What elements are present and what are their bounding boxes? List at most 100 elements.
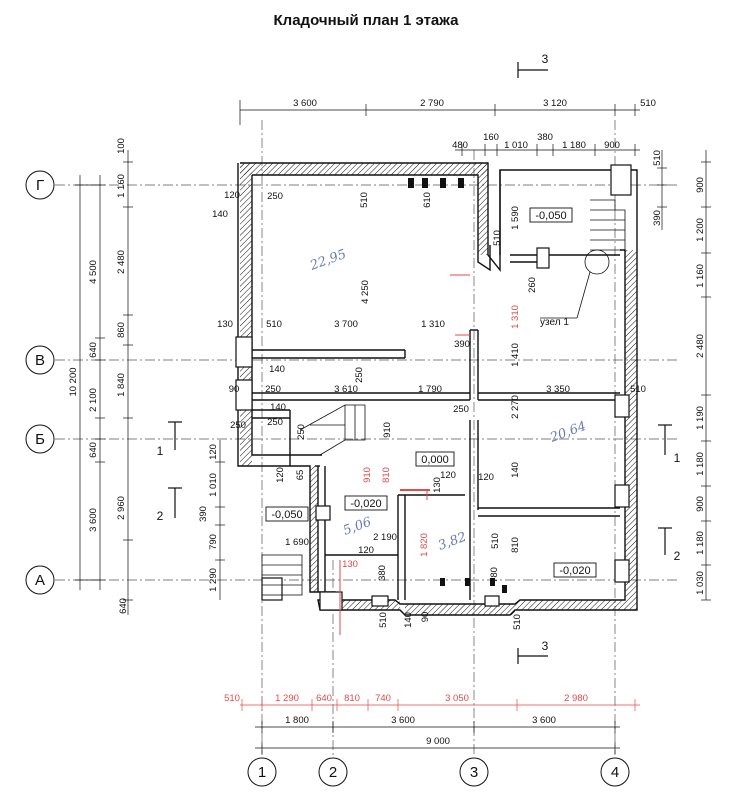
axis-label-v: В bbox=[35, 352, 45, 369]
interior-dim-31: 140 bbox=[510, 462, 521, 478]
level-mark-1: -0,050 bbox=[535, 210, 566, 222]
interior-dim-45: 130 bbox=[342, 559, 358, 570]
wall-hatching bbox=[240, 163, 637, 615]
interior-dim-9: 510 bbox=[266, 319, 282, 330]
level-boxes bbox=[265, 207, 597, 578]
axis-grid bbox=[55, 120, 680, 755]
dim-left-1840: 1 840 bbox=[116, 373, 127, 397]
area-room-3: 5,06 bbox=[341, 515, 373, 539]
interior-dim-39: 2 190 bbox=[373, 532, 397, 543]
bottom-dim-text: 510 1 290 640 810 740 3 050 2 980 1 800 … bbox=[224, 693, 588, 747]
dim-top-2790: 2 790 bbox=[420, 98, 444, 109]
interior-dim-35: 810 bbox=[381, 467, 392, 483]
interior-dim-51: 510 bbox=[512, 614, 523, 630]
staircase-top-right bbox=[590, 199, 626, 251]
plan-title: Кладочный план 1 этажа bbox=[273, 12, 459, 29]
interior-dim-32: 120 bbox=[275, 467, 286, 483]
dim-left-640a: 640 bbox=[88, 342, 99, 358]
area-room-4: 3,82 bbox=[436, 530, 468, 554]
interior-dim-3: 510 bbox=[359, 192, 370, 208]
dim-right-390: 390 bbox=[652, 210, 663, 226]
interior-dim-19: 250 bbox=[354, 367, 365, 383]
interior-dim-38: 120 bbox=[478, 472, 494, 483]
interior-dim-25: 140 bbox=[270, 402, 286, 413]
interior-dim-5: 4 250 bbox=[360, 280, 371, 304]
dim-bottom-red-2980: 2 980 bbox=[564, 693, 588, 704]
interior-dim-42: 510 bbox=[490, 533, 501, 549]
axis-bubble-a bbox=[25, 565, 55, 595]
inner-wall-line bbox=[252, 174, 491, 272]
axis-bubble-2 bbox=[318, 757, 348, 787]
interior-dim-41: 810 bbox=[510, 537, 521, 553]
right-dim-text: 510 900 390 1 200 1 160 2 480 1 190 1 18… bbox=[652, 150, 706, 595]
dim-left-2960: 2 960 bbox=[116, 496, 127, 520]
dim-left-390: 390 bbox=[198, 506, 209, 522]
dim-bottom-3600b: 3 600 bbox=[532, 715, 556, 726]
interior-dim-50: 90 bbox=[420, 612, 431, 623]
dim-left-2100: 2 100 bbox=[88, 388, 99, 412]
dim-left-120: 120 bbox=[208, 444, 219, 460]
dim-right-1200: 1 200 bbox=[695, 218, 706, 242]
dim-left-10200: 10 200 bbox=[68, 367, 79, 396]
area-room-2: 20,64 bbox=[547, 419, 588, 446]
dim-top2-160: 160 bbox=[483, 132, 499, 143]
axis-label-3: 3 bbox=[470, 764, 478, 781]
dim-left-1290: 1 290 bbox=[208, 568, 219, 592]
interior-dim-1: 250 bbox=[267, 191, 283, 202]
axis-bubble-g bbox=[25, 170, 55, 200]
dim-top2-380: 380 bbox=[537, 132, 553, 143]
interior-dim-2: 140 bbox=[212, 209, 228, 220]
dim-bottom-3600a: 3 600 bbox=[391, 715, 415, 726]
dim-top2-1180: 1 180 bbox=[562, 140, 586, 151]
interior-dim-15: 1 410 bbox=[510, 343, 521, 367]
section-label-3-top: 3 bbox=[542, 52, 549, 66]
dim-top2-900: 900 bbox=[604, 140, 620, 151]
level-mark-2: 0,000 bbox=[421, 454, 449, 466]
dim-bottom-red-740: 740 bbox=[375, 693, 391, 704]
node-callout bbox=[540, 249, 610, 319]
red-marks bbox=[339, 274, 470, 635]
dim-bottom-1800: 1 800 bbox=[285, 715, 309, 726]
left-dim-lines bbox=[75, 150, 225, 615]
staircase-inner bbox=[299, 404, 366, 456]
axis-bubbles bbox=[25, 170, 630, 787]
dim-bottom-red-510: 510 bbox=[224, 693, 240, 704]
dim-left-2480: 2 480 bbox=[116, 250, 127, 274]
interior-dim-47: 780 bbox=[489, 567, 500, 583]
interior-dim-34: 910 bbox=[362, 467, 373, 483]
dim-left-3600: 3 600 bbox=[88, 508, 99, 532]
interior-dim-24: 510 bbox=[630, 384, 646, 395]
dim-left-100: 100 bbox=[116, 138, 127, 154]
dim-right-900b: 900 bbox=[695, 496, 706, 512]
bottom-red-ticks bbox=[241, 699, 636, 711]
dim-left-860: 860 bbox=[116, 322, 127, 338]
axis-label-1: 1 bbox=[258, 764, 266, 781]
section-label-1-right: 1 bbox=[674, 451, 681, 465]
level-mark-5: -0,020 bbox=[559, 565, 590, 577]
axis-bubble-1 bbox=[247, 757, 277, 787]
interior-dim-7: 1 590 bbox=[510, 206, 521, 230]
dim-bottom-red-1290: 1 290 bbox=[275, 693, 299, 704]
interior-dim-22: 3 350 bbox=[546, 384, 570, 395]
interior-dim-8: 130 bbox=[217, 319, 233, 330]
dim-top-3600: 3 600 bbox=[293, 98, 317, 109]
interior-dim-18: 90 bbox=[229, 384, 240, 395]
interior-dim-26: 250 bbox=[267, 417, 283, 428]
right-dim-lines bbox=[657, 150, 711, 601]
interior-dim-40: 1 820 bbox=[419, 533, 430, 557]
level-text: -0,050 0,000 -0,020 -0,050 -0,020 bbox=[271, 210, 590, 577]
dim-bottom-9000: 9 000 bbox=[426, 736, 450, 747]
dim-top-510: 510 bbox=[640, 98, 656, 109]
interior-dim-48: 510 bbox=[378, 612, 389, 628]
interior-dim-37: 130 bbox=[432, 477, 443, 493]
interior-dim-30: 2 270 bbox=[510, 395, 521, 419]
dim-right-1180a: 1 180 bbox=[695, 452, 706, 476]
section-label-3-bottom: 3 bbox=[542, 639, 549, 653]
axis-labels: Г В Б А 1 2 3 4 bbox=[35, 177, 619, 781]
dim-right-1160: 1 160 bbox=[695, 264, 706, 288]
interior-dim-36: 120 bbox=[440, 470, 456, 481]
interior-dim-23: 250 bbox=[453, 404, 469, 415]
dim-left-1160: 1 160 bbox=[116, 174, 127, 198]
section-labels: 3 3 1 2 1 2 bbox=[157, 52, 681, 653]
